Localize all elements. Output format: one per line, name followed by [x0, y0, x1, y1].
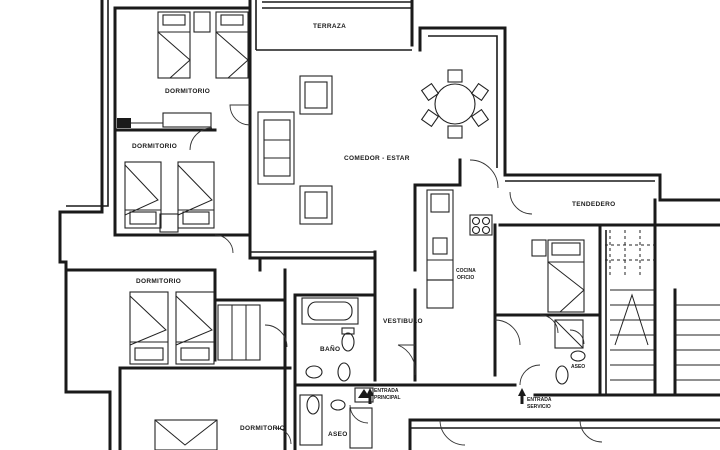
label-entrada-servicio-2: SERVICIO [527, 404, 551, 410]
label-tendedero: TENDEDERO [572, 201, 616, 208]
label-entrada-servicio-1: ENTRADA [527, 397, 552, 403]
label-comedor-estar: COMEDOR - ESTAR [344, 155, 410, 162]
walls [58, 0, 720, 450]
dining-table-icon [420, 69, 490, 139]
entry-arrow-icon [354, 387, 526, 404]
label-dormitorio-3: DORMITORIO [136, 278, 181, 285]
bed-icon [124, 11, 585, 450]
stairs [610, 289, 720, 381]
label-entrada-principal-1: ENTRADA [374, 388, 399, 394]
label-terraza: TERRAZA [313, 23, 346, 30]
label-vestibulo: VESTIBULO [383, 318, 423, 325]
sink [305, 350, 586, 411]
label-oficio: OFICIO [457, 275, 474, 281]
label-dormitorio-2: DORMITORIO [132, 143, 177, 150]
wardrobe [117, 112, 261, 361]
label-bano: BAÑO [320, 344, 340, 353]
label-aseo-2: ASEO [571, 364, 585, 370]
sofa-icon [257, 111, 295, 185]
label-cocina: COCINA [456, 268, 476, 274]
label-dormitorio-4: DORMITORIO [240, 425, 285, 432]
label-aseo-1: ASEO [328, 431, 348, 438]
toilet [306, 327, 569, 415]
armchair-icon [299, 75, 333, 225]
label-dormitorio-1: DORMITORIO [165, 88, 210, 95]
bathtub [299, 297, 359, 446]
shower [349, 319, 584, 449]
label-entrada-principal-2: PRINCIPAL [374, 395, 401, 401]
tendedero-hatch [605, 230, 655, 275]
room-labels: TERRAZA DORMITORIO DORMITORIO DORMITORIO… [132, 23, 616, 438]
door-swings [189, 104, 603, 446]
kitchen-counter [426, 189, 493, 309]
